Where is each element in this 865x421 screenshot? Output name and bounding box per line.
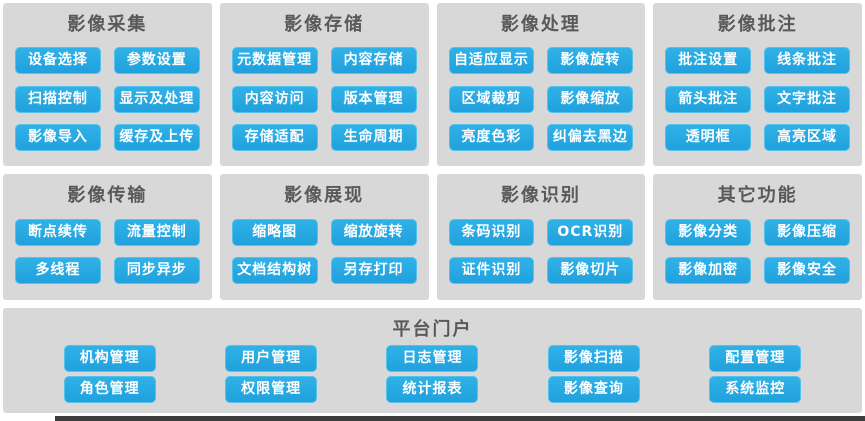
panel-title: 影像存储	[284, 14, 365, 35]
portal-button[interactable]: 系统监控	[709, 376, 802, 403]
feature-button[interactable]: 影像缩放	[547, 85, 634, 113]
button-grid: 设备选择 参数设置 扫描控制 显示及处理 影像导入 缓存及上传	[3, 36, 212, 166]
portal-column: 机构管理 角色管理	[29, 341, 190, 407]
portal-button[interactable]: 统计报表	[386, 376, 479, 403]
feature-button[interactable]: 影像压缩	[764, 218, 850, 246]
panel-image-processing: 影像处理 自适应显示 影像旋转 区域裁剪 影像缩放 亮度色彩 纠偏去黑边	[436, 3, 646, 166]
feature-button[interactable]: 版本管理	[330, 85, 417, 113]
bottom-edge-bar	[55, 416, 865, 421]
feature-button[interactable]: 证件识别	[448, 257, 535, 285]
feature-button[interactable]: 高亮区域	[764, 123, 850, 151]
feature-button[interactable]: 文档结构树	[231, 257, 318, 285]
portal-column: 配置管理 系统监控	[675, 341, 836, 407]
feature-button[interactable]: 元数据管理	[231, 47, 318, 75]
feature-panels-row-2: 影像传输 断点续传 流量控制 多线程 同步异步 影像展现 缩略图 缩放旋转 文档…	[3, 174, 862, 300]
feature-button[interactable]: 影像分类	[665, 218, 752, 246]
portal-button[interactable]: 日志管理	[386, 345, 479, 372]
panel-image-storage: 影像存储 元数据管理 内容存储 内容访问 版本管理 存储适配 生命周期	[219, 3, 429, 166]
panel-title: 影像批注	[717, 14, 798, 35]
feature-button[interactable]: 设备选择	[15, 47, 101, 75]
button-grid: 批注设置 线条批注 箭头批注 文字批注 透明框 高亮区域	[653, 36, 862, 166]
feature-button[interactable]: 线条批注	[764, 47, 850, 75]
feature-button[interactable]: 内容访问	[231, 85, 318, 113]
button-grid: 元数据管理 内容存储 内容访问 版本管理 存储适配 生命周期	[220, 36, 429, 166]
feature-button[interactable]: 影像旋转	[547, 47, 634, 75]
feature-button[interactable]: 内容存储	[330, 47, 417, 75]
portal-column: 用户管理 权限管理	[190, 341, 351, 407]
panel-platform-portal: 平台门户 机构管理 角色管理 用户管理 权限管理 日志管理 统计报表 影像扫描 …	[3, 308, 862, 413]
feature-button[interactable]: 亮度色彩	[448, 123, 535, 151]
panel-other-functions: 其它功能 影像分类 影像压缩 影像加密 影像安全	[653, 174, 862, 300]
feature-button[interactable]: 影像加密	[665, 257, 752, 285]
feature-button[interactable]: 条码识别	[448, 218, 535, 246]
button-grid: 影像分类 影像压缩 影像加密 影像安全	[653, 207, 862, 300]
feature-panels-row-1: 影像采集 设备选择 参数设置 扫描控制 显示及处理 影像导入 缓存及上传 影像存…	[3, 3, 862, 166]
feature-button[interactable]: OCR识别	[547, 218, 634, 246]
portal-column: 日志管理 统计报表	[352, 341, 513, 407]
feature-button[interactable]: 透明框	[665, 123, 752, 151]
panel-title: 影像展现	[284, 185, 365, 206]
feature-button[interactable]: 自适应显示	[448, 47, 535, 75]
panel-title: 影像处理	[500, 14, 581, 35]
feature-button[interactable]: 缩略图	[231, 218, 318, 246]
button-grid: 断点续传 流量控制 多线程 同步异步	[3, 207, 212, 300]
panel-image-capture: 影像采集 设备选择 参数设置 扫描控制 显示及处理 影像导入 缓存及上传	[3, 3, 212, 166]
feature-button[interactable]: 参数设置	[113, 47, 200, 75]
portal-button[interactable]: 影像扫描	[547, 345, 640, 372]
feature-button[interactable]: 影像导入	[15, 123, 101, 151]
feature-button[interactable]: 另存打印	[330, 257, 417, 285]
portal-button[interactable]: 角色管理	[63, 376, 156, 403]
panel-title: 平台门户	[392, 319, 473, 340]
feature-button[interactable]: 多线程	[15, 257, 101, 285]
feature-button[interactable]: 流量控制	[113, 218, 200, 246]
panel-image-transmission: 影像传输 断点续传 流量控制 多线程 同步异步	[3, 174, 212, 300]
feature-button[interactable]: 纠偏去黑边	[547, 123, 634, 151]
panel-title: 影像采集	[67, 14, 148, 35]
feature-button[interactable]: 扫描控制	[15, 85, 101, 113]
panel-image-annotation: 影像批注 批注设置 线条批注 箭头批注 文字批注 透明框 高亮区域	[653, 3, 862, 166]
feature-button[interactable]: 生命周期	[330, 123, 417, 151]
feature-button[interactable]: 影像安全	[764, 257, 850, 285]
feature-button[interactable]: 批注设置	[665, 47, 752, 75]
panel-title: 影像传输	[67, 185, 148, 206]
portal-button[interactable]: 用户管理	[225, 345, 318, 372]
panel-image-recognition: 影像识别 条码识别 OCR识别 证件识别 影像切片	[436, 174, 646, 300]
portal-button[interactable]: 机构管理	[63, 345, 156, 372]
feature-button[interactable]: 区域裁剪	[448, 85, 535, 113]
panel-title: 其它功能	[717, 185, 798, 206]
feature-button[interactable]: 断点续传	[15, 218, 101, 246]
panel-image-display: 影像展现 缩略图 缩放旋转 文档结构树 另存打印	[219, 174, 429, 300]
feature-button[interactable]: 影像切片	[547, 257, 634, 285]
feature-button[interactable]: 缓存及上传	[113, 123, 200, 151]
feature-button[interactable]: 文字批注	[764, 85, 850, 113]
panel-title: 影像识别	[500, 185, 581, 206]
feature-button[interactable]: 显示及处理	[113, 85, 200, 113]
portal-button[interactable]: 影像查询	[547, 376, 640, 403]
button-grid: 自适应显示 影像旋转 区域裁剪 影像缩放 亮度色彩 纠偏去黑边	[437, 36, 646, 166]
feature-button[interactable]: 同步异步	[113, 257, 200, 285]
button-grid: 条码识别 OCR识别 证件识别 影像切片	[437, 207, 646, 300]
portal-button[interactable]: 配置管理	[709, 345, 802, 372]
button-grid: 缩略图 缩放旋转 文档结构树 另存打印	[220, 207, 429, 300]
portal-button[interactable]: 权限管理	[225, 376, 318, 403]
portal-button-grid: 机构管理 角色管理 用户管理 权限管理 日志管理 统计报表 影像扫描 影像查询 …	[3, 341, 862, 413]
feature-button[interactable]: 存储适配	[231, 123, 318, 151]
feature-button[interactable]: 箭头批注	[665, 85, 752, 113]
portal-column: 影像扫描 影像查询	[513, 341, 674, 407]
feature-button[interactable]: 缩放旋转	[330, 218, 417, 246]
